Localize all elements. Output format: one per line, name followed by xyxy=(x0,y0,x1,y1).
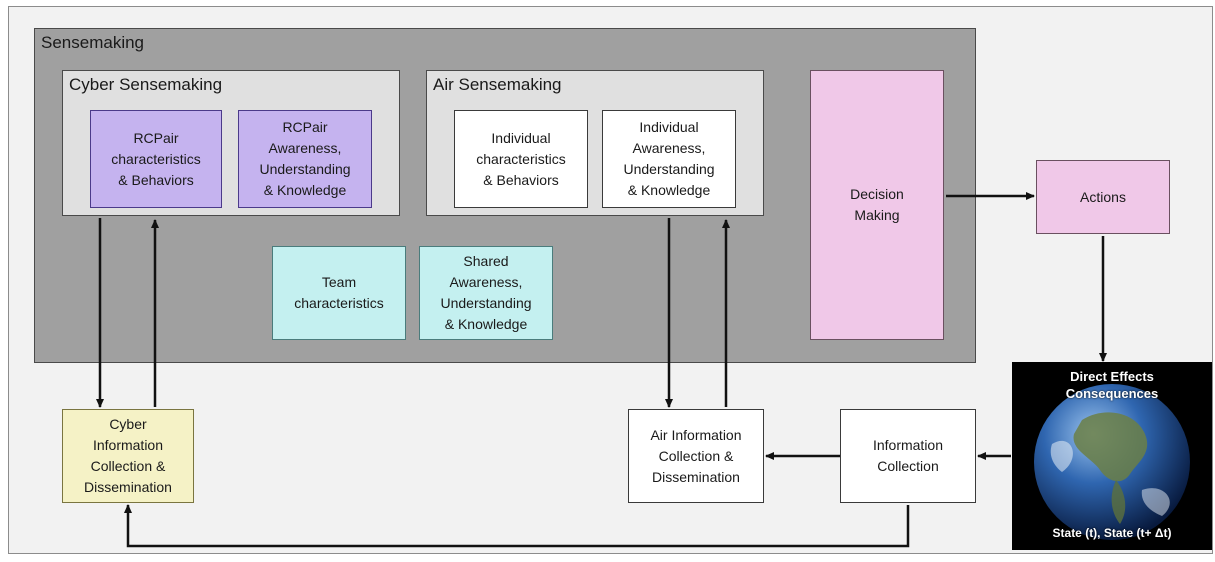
state-label: State (t), State (t+ Δt) xyxy=(1052,526,1172,540)
air-information-box: Air Information Collection & Disseminati… xyxy=(628,409,764,503)
earth-globe xyxy=(1034,384,1190,540)
shared-awareness-box: Shared Awareness, Understanding & Knowle… xyxy=(419,246,553,340)
air-sensemaking-title: Air Sensemaking xyxy=(433,75,562,94)
team-characteristics-box: Team characteristics xyxy=(272,246,406,340)
earth-image: Direct Effects Consequences State (t), S… xyxy=(1012,362,1212,550)
sensemaking-title: Sensemaking xyxy=(41,33,145,52)
rcpair-characteristics-box: RCPair characteristics & Behaviors xyxy=(90,110,222,208)
continent-shape xyxy=(1073,412,1148,482)
cloud-shape xyxy=(1050,440,1073,472)
individual-characteristics-box: Individual characteristics & Behaviors xyxy=(454,110,588,208)
direct-effects-label: Direct Effects Consequences xyxy=(1065,369,1159,401)
decision-making-box: Decision Making xyxy=(810,70,944,340)
cloud-shape-2 xyxy=(1141,488,1170,516)
cyber-information-box: Cyber Information Collection & Dissemina… xyxy=(62,409,194,503)
rcpair-awareness-box: RCPair Awareness, Understanding & Knowle… xyxy=(238,110,372,208)
information-collection-box: Information Collection xyxy=(840,409,976,503)
cyber-sensemaking-title: Cyber Sensemaking xyxy=(69,75,223,94)
continent-shape-south xyxy=(1111,480,1126,524)
actions-box: Actions xyxy=(1036,160,1170,234)
individual-awareness-box: Individual Awareness, Understanding & Kn… xyxy=(602,110,736,208)
